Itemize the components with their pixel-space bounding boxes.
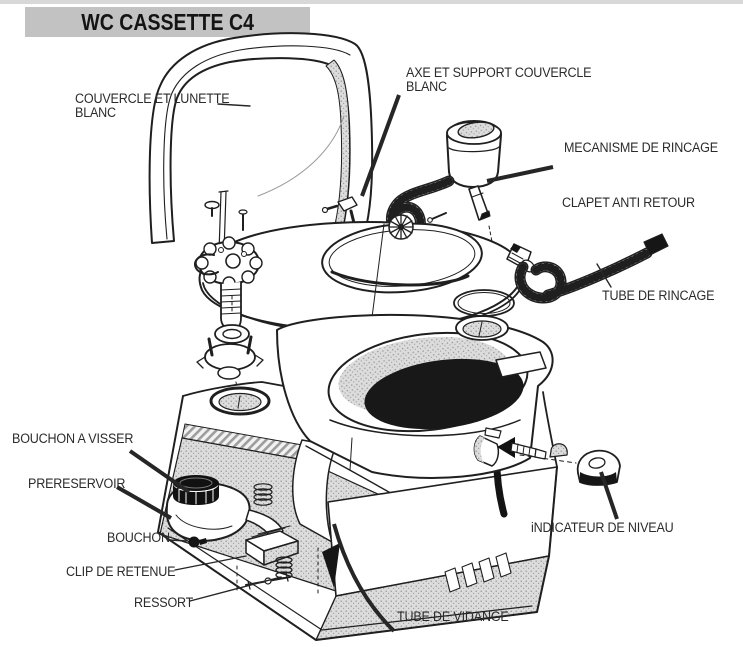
label-mecanisme-de-rincage: MECANISME DE RINCAGE (564, 141, 718, 155)
label-line: COUVERCLE ET LUNETTE (75, 91, 230, 106)
label-tube-de-rincage: TUBE DE RINCAGE (602, 288, 715, 303)
flush-mechanism-art (446, 120, 502, 253)
label-line: BOUCHON (107, 530, 170, 545)
leader-lines (116, 94, 619, 633)
label-line: RESSORT (134, 595, 194, 610)
page-title: WC CASSETTE C4 (81, 8, 254, 35)
label-line: TUBE DE RINCAGE (602, 288, 715, 303)
base-cutaway-art (157, 381, 558, 641)
label-couvercle-et-lunette: COUVERCLE ET LUNETTE BLANC (75, 91, 230, 120)
lid-art (148, 32, 374, 244)
label-line: BLANC (75, 105, 116, 120)
label-line: CLIP DE RETENUE (66, 564, 176, 579)
label-line: BOUCHON A VISSER (12, 431, 134, 446)
label-line: AXE ET SUPPORT COUVERCLE (406, 65, 592, 80)
label-clip-de-retenue: CLIP DE RETENUE (66, 565, 175, 579)
prereservoir-art (165, 475, 284, 548)
label-indicateur-de-niveau: iNDICATEUR DE NIVEAU (531, 521, 674, 535)
label-line: CLAPET ANTI RETOUR (562, 195, 695, 210)
label-bouchon: BOUCHON (107, 531, 170, 545)
label-axe-et-support-couvercle: AXE ET SUPPORT COUVERCLE BLANC (406, 65, 592, 94)
title-banner: WC CASSETTE C4 (25, 7, 310, 37)
top-strip (0, 0, 743, 4)
label-clapet-anti-retour: CLAPET ANTI RETOUR (562, 196, 695, 210)
rinse-hose-art (506, 233, 669, 304)
valve-knob-art (194, 236, 271, 416)
label-ressort: RESSORT (134, 596, 193, 610)
label-line: TUBE DE VIDANGE (397, 609, 509, 624)
level-indicator-art (473, 427, 621, 486)
label-bouchon-a-visser: BOUCHON A VISSER (12, 432, 133, 446)
label-prereservoir: PRERESERVOIR (28, 476, 126, 491)
label-line: MECANISME DE RINCAGE (564, 140, 718, 155)
label-line: BLANC (406, 79, 447, 94)
label-tube-de-vidange: TUBE DE VIDANGE (397, 610, 509, 624)
bouchon-knob-art (188, 536, 200, 548)
label-line: iNDICATEUR DE NIVEAU (531, 520, 674, 535)
seat-ring-art (198, 214, 526, 334)
label-line: PRERESERVOIR (28, 476, 126, 491)
